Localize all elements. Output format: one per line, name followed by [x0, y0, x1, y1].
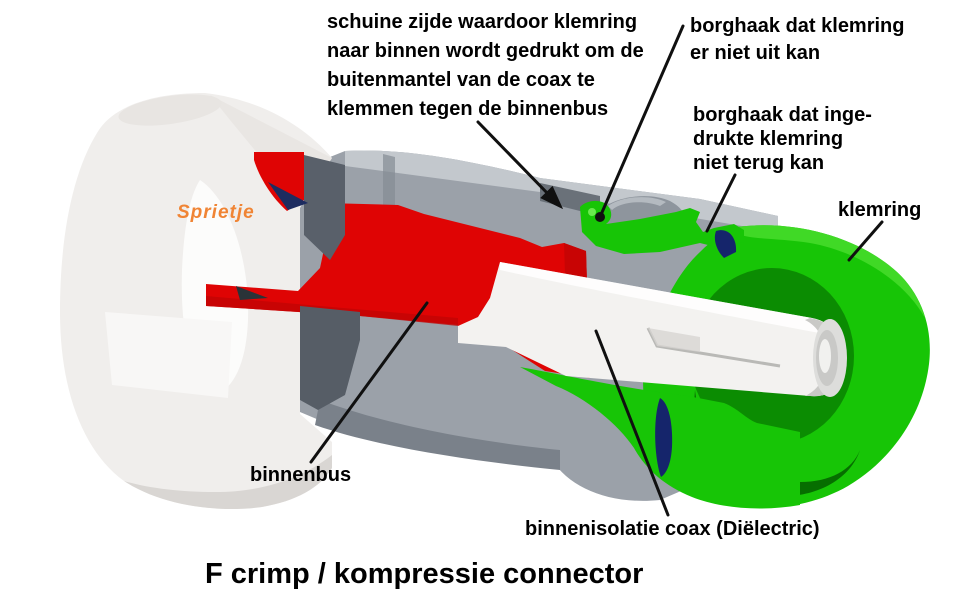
- annotation-borghaak-terug: borghaak dat inge- drukte klemring niet …: [693, 104, 872, 174]
- klemring-tongue: [580, 200, 744, 254]
- connector-nut: [60, 93, 332, 510]
- leader-binnenisolatie: [594, 329, 670, 517]
- leader-klemring: [847, 220, 884, 262]
- borghaak-hooks: [655, 230, 737, 477]
- leader-lines: [309, 24, 884, 517]
- watermark: Sprietje: [177, 202, 255, 223]
- dielectric-tube: [458, 262, 847, 397]
- cavity-shadows: [236, 155, 360, 410]
- arrowhead: [540, 185, 564, 210]
- borghaak-shadow: [268, 182, 308, 210]
- diagram-title: F crimp / kompressie connector: [205, 558, 644, 590]
- nut-facet: [105, 312, 232, 398]
- leader-binnenbus: [309, 301, 429, 464]
- leader-borghaak-uit: [598, 24, 685, 219]
- leader-dot: [595, 212, 605, 222]
- annotation-borghaak-uit: borghaak dat klemring er niet uit kan: [690, 15, 905, 64]
- leader-schuine-zijde: [476, 120, 554, 200]
- annotation-schuine-zijde: schuine zijde waardoor klemring naar bin…: [327, 11, 644, 120]
- leader-borghaak-terug: [705, 173, 737, 233]
- annotation-klemring: klemring: [838, 199, 922, 221]
- annotation-binnenbus: binnenbus: [250, 464, 352, 486]
- annotation-binnenisolatie: binnenisolatie coax (Diëlectric): [525, 518, 820, 540]
